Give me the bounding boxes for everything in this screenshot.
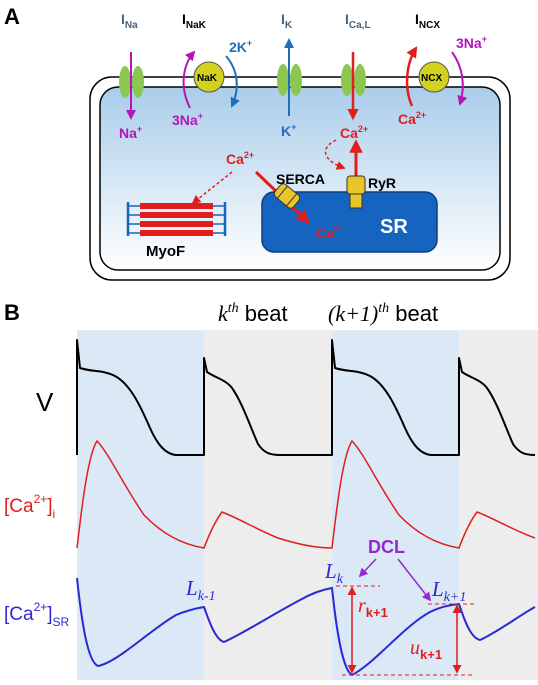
dcl-arrow-left bbox=[358, 558, 377, 578]
dcl-arrow-right bbox=[397, 558, 432, 602]
ryr-label: RyR bbox=[368, 175, 396, 191]
nak-na-efflux-arrow bbox=[182, 50, 196, 109]
l-k-label: Lk bbox=[324, 559, 344, 587]
sr-ca-label: Ca2+ bbox=[316, 224, 344, 241]
cytosolic-ca-label: Ca2+ bbox=[226, 150, 254, 167]
panel-a: A SR MyoF INa Na+ NaK bbox=[4, 4, 511, 281]
myofilament bbox=[126, 202, 227, 236]
nak-k-label: 2K+ bbox=[229, 38, 252, 55]
panel-a-label: A bbox=[4, 4, 20, 29]
myof-label: MyoF bbox=[146, 243, 185, 260]
ryr-channel bbox=[346, 175, 366, 209]
sr-label: SR bbox=[380, 216, 408, 238]
rest-shade-2 bbox=[459, 330, 538, 680]
serca-label: SERCA bbox=[276, 171, 325, 187]
k-in-label: K+ bbox=[281, 122, 296, 139]
ncx-label: NCX bbox=[421, 73, 442, 84]
k-channel bbox=[277, 64, 302, 96]
beat-k1-label: (k+1)th beat bbox=[328, 301, 438, 326]
u-k1-label: uk+1 bbox=[410, 637, 442, 662]
current-na-label: INa bbox=[121, 11, 138, 31]
cicr-trigger-arrow bbox=[324, 139, 346, 170]
current-cal-label: ICa,L bbox=[345, 11, 371, 31]
trace-cai-label: [Ca2+]i bbox=[4, 492, 55, 521]
nak-pump-label: NaK bbox=[197, 73, 218, 84]
nak-na-label: 3Na+ bbox=[172, 111, 203, 128]
current-ncx-label: INCX bbox=[415, 11, 440, 31]
current-k-label: IK bbox=[281, 11, 293, 31]
cal-channel bbox=[341, 64, 366, 96]
beat-shade-2 bbox=[332, 330, 459, 680]
ncx-na-label: 3Na+ bbox=[456, 34, 487, 51]
ncx-ca-efflux-arrow bbox=[405, 46, 418, 107]
voltage-trace bbox=[76, 339, 536, 456]
ncx-exchanger bbox=[418, 61, 450, 93]
rest-shade-1 bbox=[204, 330, 332, 680]
panel-b: B kth beat (k+1)th beat V [Ca2+]i [Ca2+]… bbox=[4, 300, 538, 680]
cal-ca-label: Ca2+ bbox=[340, 124, 368, 141]
trace-casr-label: [Ca2+]SR bbox=[4, 600, 70, 629]
beat-k-label: kth beat bbox=[218, 301, 288, 326]
r-k1-label: rk+1 bbox=[358, 595, 388, 620]
na-channel bbox=[119, 66, 144, 98]
ncx-na-influx-arrow bbox=[451, 51, 468, 106]
trace-v-label: V bbox=[36, 387, 54, 417]
l-k1-label: Lk+1 bbox=[431, 577, 466, 605]
ca-to-myof-arrow bbox=[191, 171, 233, 205]
na-in-label: Na+ bbox=[119, 124, 142, 141]
cytosolic-ca-trace bbox=[76, 439, 536, 549]
nak-k-influx-arrow bbox=[225, 55, 240, 108]
dcl-label: DCL bbox=[368, 537, 405, 557]
current-nak-label: INaK bbox=[182, 11, 207, 31]
panel-b-label: B bbox=[4, 300, 20, 325]
serca-pump bbox=[273, 183, 301, 209]
nak-pump bbox=[193, 61, 225, 93]
beat-shade-1 bbox=[77, 330, 204, 680]
l-km1-label: Lk-1 bbox=[185, 576, 216, 604]
ncx-ca-label: Ca2+ bbox=[398, 110, 426, 127]
